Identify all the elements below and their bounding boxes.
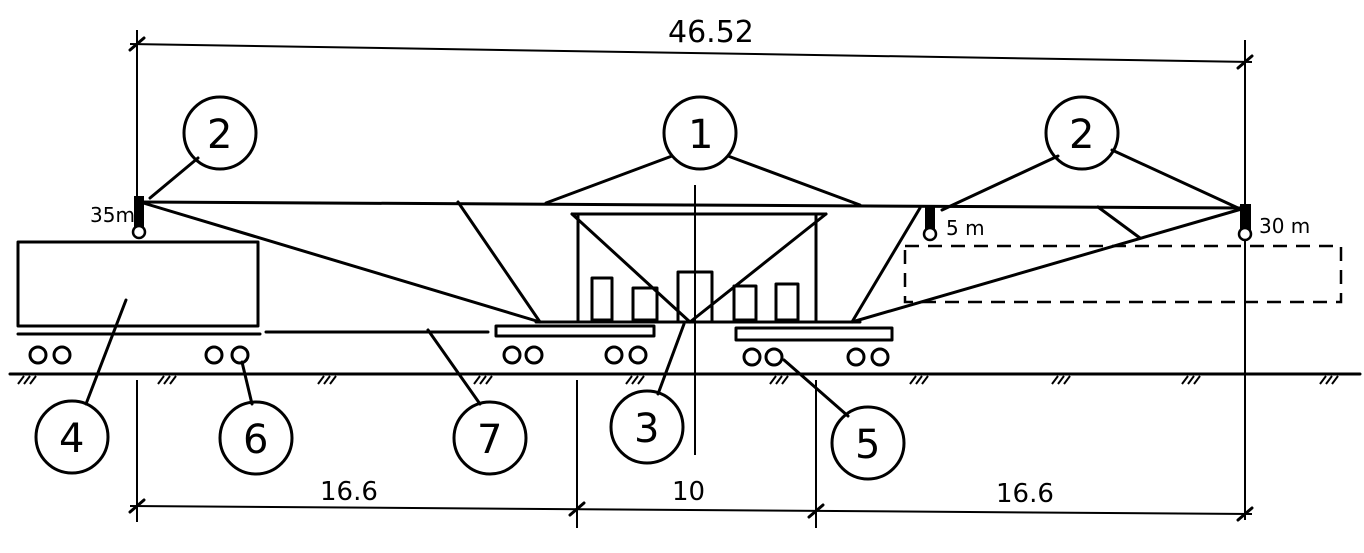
center-right-flatcar xyxy=(734,326,894,367)
ground-hatching xyxy=(17,375,1339,385)
load-block xyxy=(774,282,800,322)
tick-mark xyxy=(128,36,146,52)
load-block xyxy=(732,284,758,322)
total-dimension: 46.52 xyxy=(128,15,1254,520)
right-inner-hook-height: 5 m xyxy=(946,216,985,240)
dimension-center-label: 10 xyxy=(672,477,705,507)
left-stay-cable xyxy=(138,200,542,324)
hook-icon xyxy=(131,224,147,240)
wheel-icon xyxy=(604,345,624,365)
right-brace xyxy=(1096,205,1142,240)
callout-6-label: 6 xyxy=(243,417,268,463)
callout-5-label: 5 xyxy=(855,422,880,468)
load-block xyxy=(590,276,614,322)
callout-6: 6 xyxy=(218,360,294,476)
flatcar-deck xyxy=(734,326,894,342)
hook-block-icon xyxy=(134,196,144,236)
left-wagon xyxy=(16,240,262,365)
right-outer-hook: 30 m xyxy=(1237,204,1310,242)
callout-circle xyxy=(452,400,528,476)
callout-circle xyxy=(34,399,110,475)
wagon-body xyxy=(16,240,260,328)
left-hook-height: 35m xyxy=(90,203,135,227)
right-outer-hook-height: 30 m xyxy=(1259,214,1310,238)
wheel-icon xyxy=(52,345,72,365)
callout-1: 1 xyxy=(544,95,862,207)
callout-7: 7 xyxy=(426,328,528,476)
main-beam-line xyxy=(138,200,1247,210)
wheel-icon xyxy=(764,347,784,367)
wheel-icon xyxy=(524,345,544,365)
hook-icon xyxy=(1237,226,1253,242)
frame-right-diagonal xyxy=(688,212,828,324)
callout-4: 4 xyxy=(34,298,128,475)
dimension-total-label: 46.52 xyxy=(668,15,754,50)
hook-icon xyxy=(922,226,938,242)
callout-3-label: 3 xyxy=(634,406,659,452)
right-strut xyxy=(850,206,922,324)
callout-2-right-label: 2 xyxy=(1069,112,1094,158)
callout-circle xyxy=(218,400,294,476)
frame-left-diagonal xyxy=(570,212,692,324)
callout-2-left-label: 2 xyxy=(207,112,232,158)
wheel-icon xyxy=(502,345,522,365)
callout-circle xyxy=(830,405,906,481)
callout-circle xyxy=(662,95,738,171)
dimension-right-label: 16.6 xyxy=(996,479,1054,509)
dimension-line-total xyxy=(129,43,1253,63)
callout-2-left: 2 xyxy=(148,95,258,200)
center-left-flatcar xyxy=(494,324,656,365)
left-hook: 35m xyxy=(90,196,147,240)
hook-block-icon xyxy=(1240,204,1251,238)
right-stay-cable xyxy=(850,206,1247,324)
callout-7-label: 7 xyxy=(477,417,502,463)
wheel-icon xyxy=(28,345,48,365)
callout-5: 5 xyxy=(782,358,906,481)
callout-4-label: 4 xyxy=(59,416,84,462)
hook-block-icon xyxy=(925,206,935,238)
wheel-icon xyxy=(628,345,648,365)
dashed-load-outline xyxy=(903,244,1343,304)
flatcar-deck xyxy=(494,324,656,338)
callout-3: 3 xyxy=(609,322,686,465)
load-block xyxy=(631,286,659,322)
callout-1-label: 1 xyxy=(688,112,713,158)
right-inner-hook: 5 m xyxy=(922,206,985,242)
tick-mark xyxy=(1236,54,1254,70)
callout-2-right: 2 xyxy=(940,95,1240,212)
wheel-icon xyxy=(230,345,250,365)
central-frame xyxy=(534,212,862,324)
dimension-line-bottom xyxy=(129,505,1253,515)
wheel-icon xyxy=(742,347,762,367)
left-strut xyxy=(456,200,542,324)
crane-cable-system xyxy=(138,200,1247,324)
wheel-icon xyxy=(846,347,866,367)
callout-circle xyxy=(609,389,685,465)
wheel-icon xyxy=(204,345,224,365)
callout-circle xyxy=(1044,95,1120,171)
callout-circle xyxy=(182,95,258,171)
bottom-dimensions: 16.6 10 16.6 xyxy=(128,380,1254,528)
dimension-left-label: 16.6 xyxy=(320,477,378,507)
wheel-icon xyxy=(870,347,890,367)
